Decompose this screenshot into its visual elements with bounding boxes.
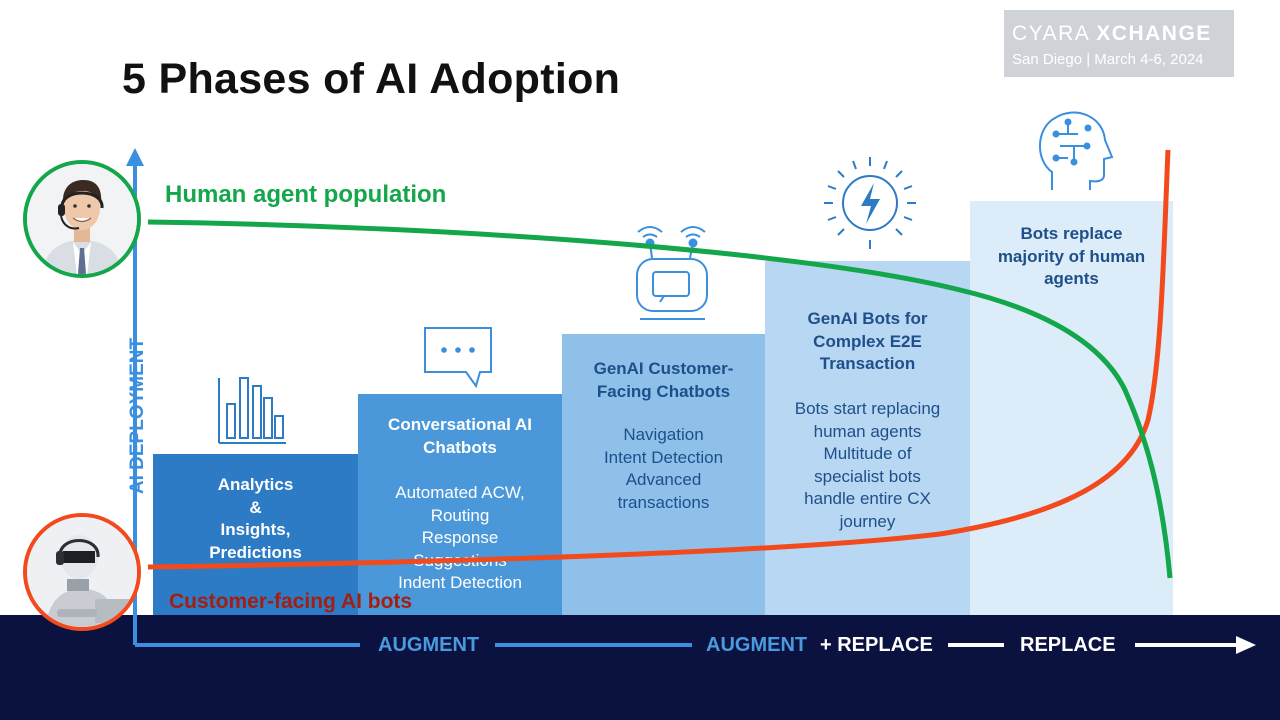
x-axis-arrow [1236,636,1256,654]
ai-head-icon [1039,111,1114,190]
chat-bubble-icon [424,327,492,389]
human-agent-avatar [23,160,141,278]
x-label-augment-2: AUGMENT [706,634,808,656]
logo-brand-suffix: XCHANGE [1096,22,1212,45]
phase-4-block: GenAI Bots for Complex E2E Transaction B… [765,261,970,616]
phase-2-body: Automated ACW, Routing Response Suggesti… [395,483,525,592]
phase-1-title: Analytics & Insights, Predictions [209,475,302,562]
x-label-augment: AUGMENT [378,634,480,656]
phase-4-body: Bots start replacing human agents Multit… [794,399,941,531]
robot-agent-icon [27,517,137,627]
slide-title: 5 Phases of AI Adoption [122,55,621,103]
human-curve [147,219,1173,579]
y-axis-arrow [126,148,144,166]
phase-1-block: Analytics & Insights, Predictions [153,454,358,616]
lightning-icon [824,157,916,249]
phase-3-title: GenAI Customer- Facing Chatbots [593,359,734,401]
logo-subtitle: San Diego | March 4-6, 2024 [1012,51,1204,68]
phase-5-block: Bots replace majority of human agents [970,201,1173,616]
agent-face-icon [27,164,137,274]
phase-2-block: Conversational AI Chatbots Automated ACW… [358,394,562,616]
x-label-plus-replace: + REPLACE [820,634,933,656]
bots-label: Customer-facing AI bots [169,590,413,613]
phase-3-block: GenAI Customer- Facing Chatbots Navigati… [562,334,765,616]
phase-2-title: Conversational AI Chatbots [388,415,532,457]
robot-icon [636,226,708,320]
phase-5-title: Bots replace majority of human agents [997,224,1146,288]
x-label-replace: REPLACE [1020,634,1116,656]
bottom-bar [0,615,1280,720]
human-population-label: Human agent population [165,181,447,208]
bar-chart-icon [218,377,286,444]
bot-curve [147,149,1171,570]
y-axis-label: AI DEPLOYMENT [127,337,148,495]
ai-bot-avatar [23,513,141,631]
phase-4-title: GenAI Bots for Complex E2E Transaction [807,309,928,373]
logo-brand: CYARA [1012,22,1091,45]
phase-3-body: Navigation Intent Detection Advanced tra… [603,425,724,512]
